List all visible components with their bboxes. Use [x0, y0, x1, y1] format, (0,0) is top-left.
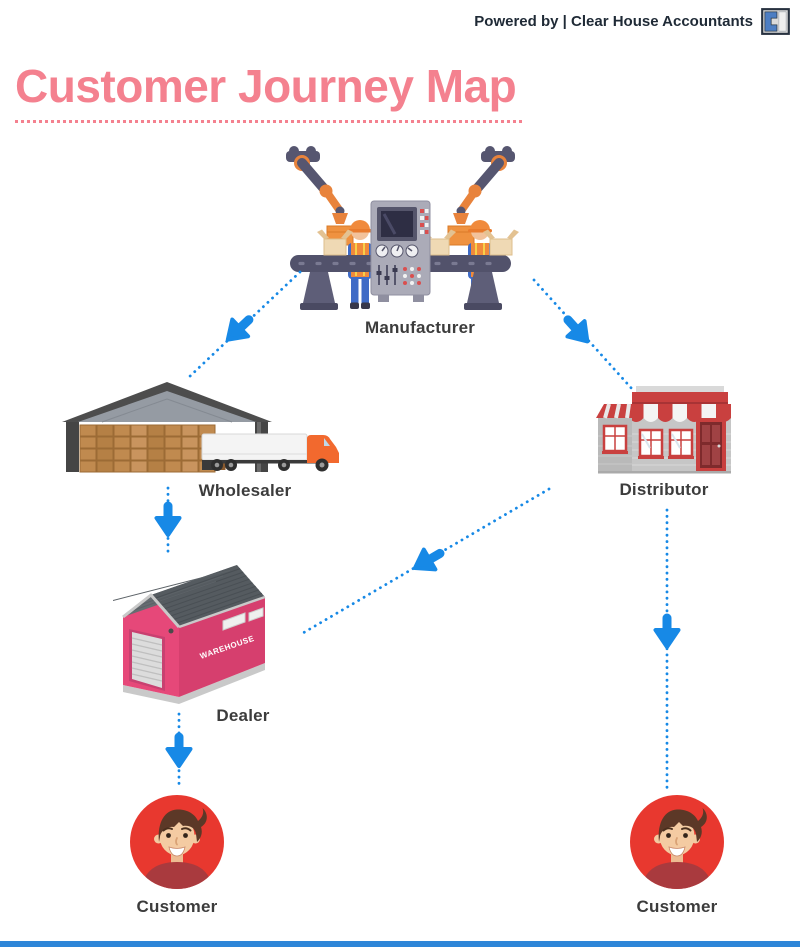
store-window	[638, 428, 664, 459]
flow-arrow-icon	[559, 312, 595, 349]
node-label-dealer: Dealer	[216, 706, 270, 725]
truck	[201, 433, 339, 472]
side-window	[248, 607, 264, 622]
page-title: Customer Journey Map	[15, 62, 523, 124]
door-lamp	[168, 628, 174, 634]
control-panel-machine	[370, 200, 431, 302]
store-door	[696, 418, 726, 471]
node-label-customer-right: Customer	[636, 897, 718, 916]
robot-arm-left-icon	[286, 146, 353, 245]
node-customer-left	[129, 794, 225, 890]
flow-arrow-icon	[157, 506, 180, 535]
node-dealer: WAREHOUSE	[113, 563, 278, 711]
pink-warehouse-illustration: WAREHOUSE	[113, 565, 266, 704]
node-distributor	[596, 384, 733, 474]
node-label-manufacturer: Manufacturer	[364, 318, 476, 337]
node-label-wholesaler: Wholesaler	[198, 481, 292, 500]
customer-avatar-illustration	[130, 795, 224, 889]
edge-distributor-dealer	[301, 487, 551, 635]
node-label-customer-left: Customer	[136, 897, 218, 916]
footer-bar	[0, 941, 800, 947]
storefront-illustration	[596, 386, 731, 474]
flow-arrow-icon	[656, 618, 679, 647]
side-window	[222, 612, 246, 631]
flow-arrow-icon	[409, 544, 446, 578]
flow-arrow-icon	[220, 311, 257, 348]
edge-manufacturer-distributor	[532, 278, 635, 392]
node-label-distributor: Distributor	[619, 480, 709, 499]
stacked-boxes	[79, 424, 216, 473]
node-customer-right	[629, 794, 725, 890]
node-manufacturer	[278, 143, 523, 318]
warehouse-with-truck-illustration	[62, 382, 339, 473]
clear-house-logo-icon	[761, 8, 790, 35]
dealer-roof	[151, 565, 265, 627]
customer-avatar-illustration	[630, 795, 724, 889]
roller-door	[129, 629, 165, 691]
store-window	[668, 428, 694, 459]
flow-arrow-icon	[168, 737, 191, 766]
powered-by-header: Powered by | Clear House Accountants	[474, 8, 790, 35]
node-wholesaler	[62, 382, 347, 474]
store-window	[602, 424, 628, 454]
powered-by-text: Powered by | Clear House Accountants	[474, 13, 753, 30]
striped-awning	[629, 404, 731, 422]
factory-assembly-line-illustration	[278, 143, 523, 310]
